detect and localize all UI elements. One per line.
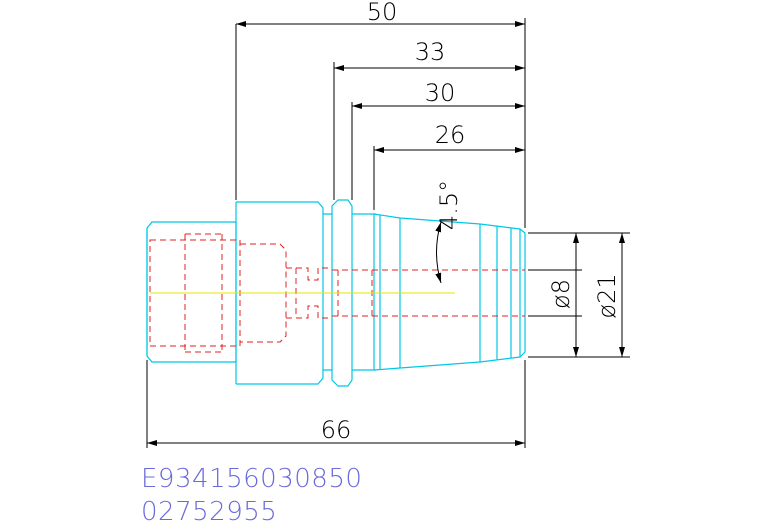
dimension-dia-21: ø21 <box>593 273 621 318</box>
dimension-30: 30 <box>425 79 456 107</box>
dimension-33: 33 <box>415 38 446 66</box>
dimension-lines <box>146 18 630 448</box>
dimension-50: 50 <box>367 0 398 26</box>
order-number: 02752955 <box>141 497 277 523</box>
part-number: E934156030850 <box>141 464 362 494</box>
dimension-angle: 4.5° <box>435 180 463 230</box>
dimension-26: 26 <box>435 121 466 149</box>
dimension-dia-8: ø8 <box>547 279 575 309</box>
dimension-66: 66 <box>321 416 352 444</box>
